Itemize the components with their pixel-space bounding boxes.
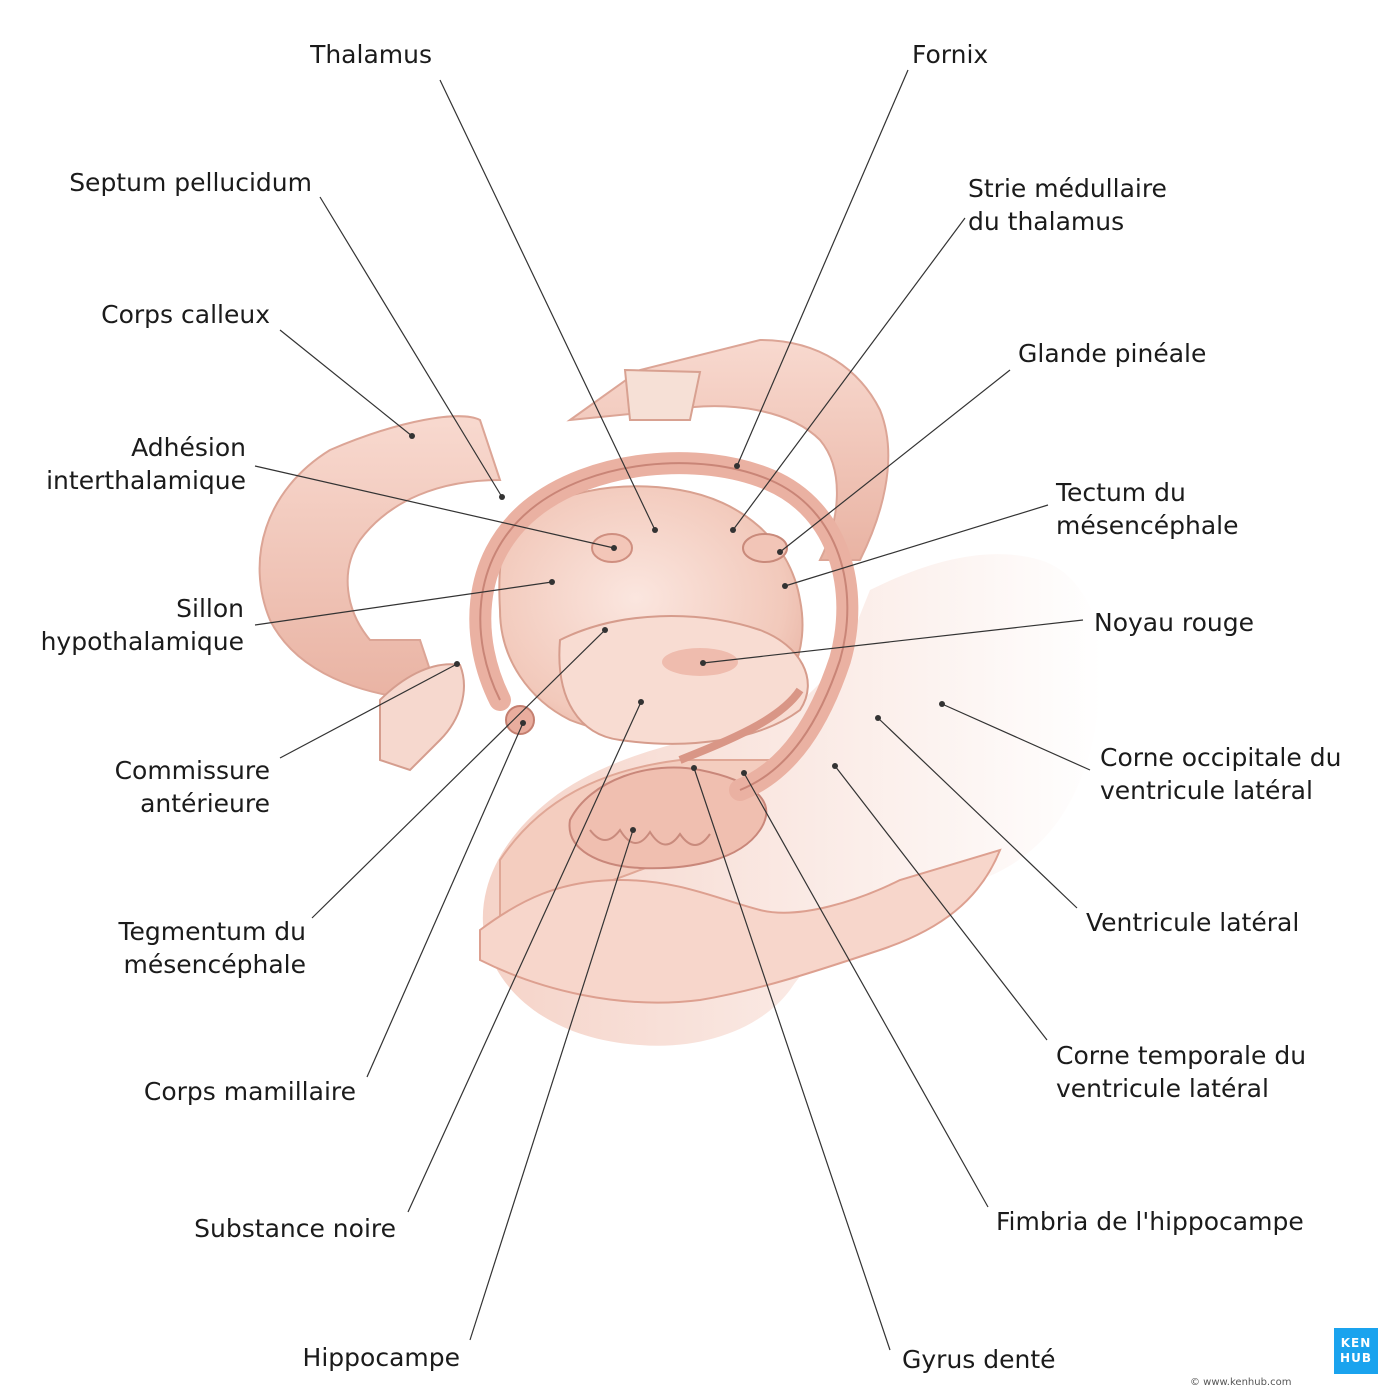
leader-fimbria [743,772,989,1208]
label-noyau-rouge: Noyau rouge [1094,608,1255,637]
dot-adhesion [611,545,617,551]
label-corps-calleux: Corps calleux [101,300,270,329]
label-fornix: Fornix [912,40,989,69]
leader-mamillaire [366,722,524,1078]
leader-septum [319,196,503,498]
dot-commissure [454,661,460,667]
label-corne-temporale: Corne temporale du ventricule latéral [1056,1041,1307,1103]
dot-thalamus [652,527,658,533]
pineal-gland-shape [742,533,788,563]
label-glande-pineale: Glande pinéale [1018,339,1207,368]
dot-corps-calleux [409,433,415,439]
copyright-text: © www.kenhub.com [1190,1377,1292,1388]
dot-glande [777,549,783,555]
label-corne-occipitale: Corne occipitale du ventricule latéral [1100,743,1342,805]
label-septum-pellucidum: Septum pellucidum [69,168,312,197]
label-tegmentum: Tegmentum du mésencéphale [118,917,306,979]
hippocampus-shape [568,766,768,870]
leader-fornix [736,69,909,467]
dot-ventricule [875,715,881,721]
label-tectum: Tectum du mésencéphale [1056,478,1239,540]
leader-adhesion [254,465,615,549]
leader-sillon [254,581,553,626]
dot-fornix [734,463,740,469]
label-sillon-hypothalamique: Sillon hypothalamique [40,594,244,656]
leader-tegmentum [311,629,606,919]
dot-mamillaire [520,720,526,726]
label-corps-mamillaire: Corps mamillaire [143,1077,356,1106]
leader-tectum [784,504,1049,587]
leader-hippocampe [469,829,634,1341]
label-ventricule-lateral: Ventricule latéral [1086,908,1300,937]
dot-tegmentum [602,627,608,633]
label-strie-medullaire: Strie médullaire du thalamus [968,174,1167,236]
label-substance-noire: Substance noire [194,1214,396,1243]
leader-corne-temp [834,765,1048,1041]
dot-strie [730,527,736,533]
red-nucleus-shape [662,648,738,676]
fimbria-shape [678,687,804,764]
dot-fimbria [741,770,747,776]
leader-corne-occ [941,703,1091,771]
leader-noyau [702,619,1084,664]
mamillary-body-shape [505,705,535,735]
dot-substance [638,699,644,705]
label-fimbria: Fimbria de l'hippocampe [996,1207,1304,1236]
dot-corne-temp [832,763,838,769]
leader-thalamus [439,79,656,531]
label-adhesion-interthalamique: Adhésion interthalamique [46,433,246,495]
leader-strie [732,217,966,531]
kenhub-logo[interactable]: KEN HUB [1334,1328,1378,1374]
leader-gyrus [693,767,891,1351]
septum-block [623,368,702,421]
leader-dots [409,433,945,833]
leader-corps-calleux [279,329,413,437]
dot-hippocampe [630,827,636,833]
leader-lines [254,69,1091,1351]
anterior-commissure-shape [379,663,465,772]
dot-septum [499,494,505,500]
label-gyrus-dente: Gyrus denté [902,1345,1056,1374]
label-thalamus: Thalamus [310,40,432,69]
fornix-edge [479,462,849,791]
leader-glande [779,369,1011,553]
leader-commissure [279,663,458,759]
dot-sillon [549,579,555,585]
dot-gyrus [691,765,697,771]
cortex-folds-shape [479,848,1002,1004]
label-hippocampe: Hippocampe [302,1343,460,1372]
midbrain-shape [558,615,809,745]
label-commissure-anterieure: Commissure antérieure [114,756,270,818]
corpus-callosum-shape [258,415,502,702]
leader-ventricule [877,717,1078,909]
leader-substance [407,701,642,1213]
dot-noyau [700,660,706,666]
dot-tectum [782,583,788,589]
dot-corne-occ [939,701,945,707]
dentate-gyrus-folds [589,828,711,846]
